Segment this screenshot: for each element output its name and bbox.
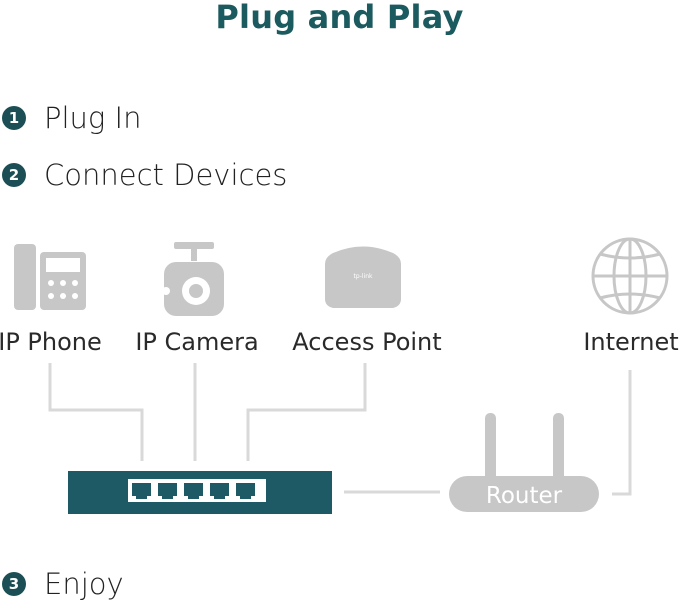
ip-camera-label: IP Camera (135, 328, 258, 356)
access-point-label: Access Point (292, 328, 441, 356)
page-title: Plug and Play (215, 0, 464, 36)
switch-icon (68, 471, 332, 514)
phone-cable (48, 363, 144, 461)
ip-phone-icon (14, 244, 86, 310)
globe-icon (591, 237, 669, 315)
connection-lines (48, 363, 632, 496)
step-number-badge: 1 (2, 106, 26, 130)
ip-phone-label: IP Phone (0, 328, 102, 356)
access-point-logo: tp-link (354, 273, 373, 280)
access-point-cable (246, 363, 367, 461)
step-label: Connect Devices (44, 158, 288, 192)
step-label: Enjoy (44, 567, 124, 601)
step-label: Plug In (44, 101, 142, 135)
step-number-badge: 3 (2, 572, 26, 596)
step-enjoy: 3 Enjoy (2, 567, 124, 601)
step-number-badge: 2 (2, 163, 26, 187)
step-connect-devices: 2 Connect Devices (2, 158, 287, 192)
internet-cable (612, 370, 632, 496)
router-label: Router (486, 483, 563, 509)
ethernet-ports (132, 483, 255, 499)
ip-camera-icon (162, 242, 224, 316)
internet-label: Internet (583, 328, 678, 356)
router-icon: Router (449, 413, 599, 512)
access-point-icon: tp-link (325, 246, 401, 308)
step-plug-in: 1 Plug In (2, 101, 141, 135)
